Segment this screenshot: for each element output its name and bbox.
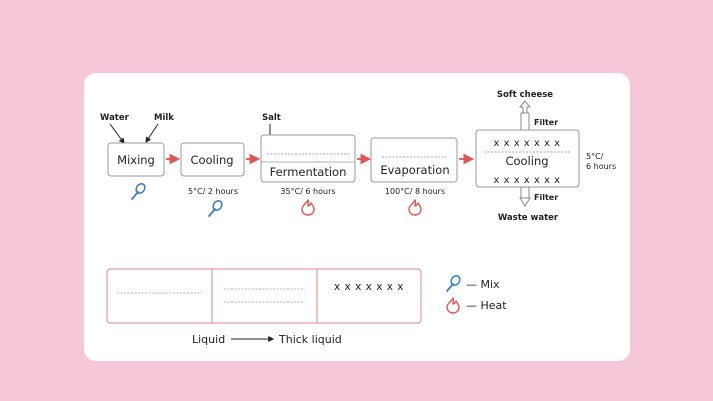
mix-icon [208,198,225,217]
liquid-label: Liquid [192,333,225,346]
input-water-label: Water [100,113,130,123]
water-arrow [109,123,125,144]
heat-icon [301,199,315,216]
evaporation-condition: 100°C/ 8 hours [385,187,445,196]
mixing-box [107,142,165,177]
legend-mix-label: — Mix [466,278,500,291]
waste-water-label: Waste water [498,213,559,223]
soft-cheese-arrow [518,100,532,114]
solid-crystals: x x x x x x x [334,281,404,293]
cooling-box [180,142,245,177]
legend-heat-label: — Heat [466,299,507,312]
heat-icon [408,199,422,216]
top-filter-label: Filter [534,118,558,127]
cooling2-bottom-crystals: x x x x x x x [494,175,561,186]
cooling2-condition-line1: 5°C/ [586,152,604,161]
fermentation-condition: 35°C/ 6 hours [280,187,335,196]
top-filter-tube [520,112,530,131]
cooling-condition: 5°C/ 2 hours [188,187,238,196]
legend-mix-icon [446,273,463,292]
fermentation-label: Fermentation [270,165,347,179]
legend-heat-icon [446,297,460,314]
evaporation-box [370,137,458,183]
thick-liquid-label: Thick liquid [278,333,342,346]
waste-water-arrow [519,197,531,207]
evaporation-label: Evaporation [380,163,449,177]
states-box [106,268,422,324]
cooling-label: Cooling [190,153,233,167]
input-salt-label: Salt [262,113,281,123]
mixing-label: Mixing [117,153,155,167]
fermentation-box [260,134,356,183]
soft-cheese-label: Soft cheese [497,90,553,100]
bottom-filter-tube [520,186,530,199]
milk-arrow [145,123,159,143]
process-diagram: Water Milk Mixing Cooling 5°C/ 2 hours S… [100,90,616,346]
bottom-filter-label: Filter [534,193,558,202]
mix-icon [131,181,148,200]
cooling2-label: Cooling [505,154,548,168]
cooling2-top-crystals: x x x x x x x [494,138,561,149]
input-milk-label: Milk [154,113,174,123]
cooling2-condition-line2: 6 hours [586,162,616,171]
diagram-card: Water Milk Mixing Cooling 5°C/ 2 hours S… [84,73,630,361]
